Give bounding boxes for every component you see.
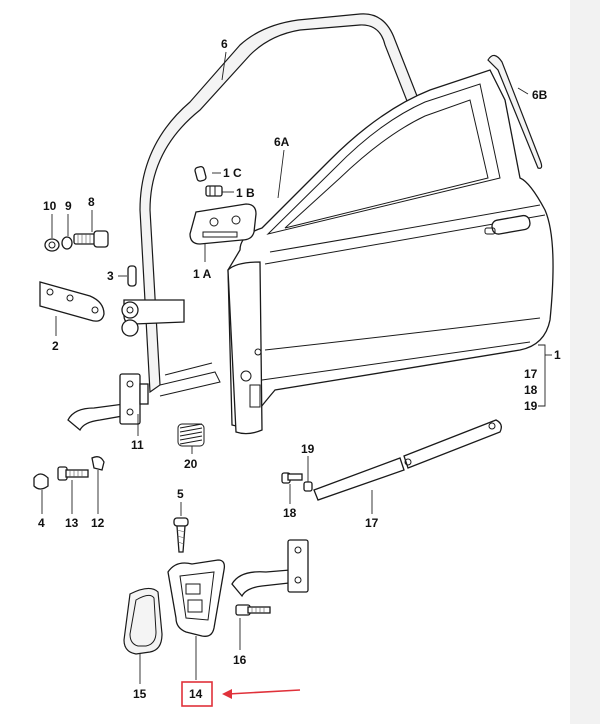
callout-9: 9 [65, 199, 72, 213]
window-regulator-arm [281, 419, 502, 501]
callout-13: 13 [65, 516, 79, 530]
callout-3: 3 [107, 269, 114, 283]
window-channel-seal [487, 54, 543, 169]
callout-1c: 1 C [223, 166, 242, 180]
latch-gasket [123, 587, 163, 655]
callout-6: 6 [221, 37, 228, 51]
callout-14: 14 [189, 687, 203, 701]
callout-15: 15 [133, 687, 147, 701]
callout-17-group: 17 [524, 367, 538, 381]
callout-1b: 1 B [236, 186, 255, 200]
callout-8: 8 [88, 195, 95, 209]
callout-4: 4 [38, 516, 45, 530]
callout-10: 10 [43, 199, 57, 213]
highlight-arrowhead [222, 689, 232, 699]
latch-housing [167, 559, 226, 637]
highlight-14 [181, 681, 301, 707]
callout-5: 5 [177, 487, 184, 501]
washer-nut-bolt-set [44, 230, 109, 252]
door-hinge-half [121, 299, 185, 337]
screw [173, 517, 189, 553]
callout-17: 17 [365, 516, 379, 530]
page-gutter [570, 0, 600, 724]
callout-19-group: 19 [524, 399, 538, 413]
hinge-pin [127, 265, 137, 287]
callout-1a: 1 A [193, 267, 212, 281]
callout-labels: 6 6A 6B 1 C 1 B 1 A 10 9 8 3 2 1 17 18 1… [38, 37, 561, 701]
door-shell [227, 69, 554, 435]
callout-6b: 6B [532, 88, 548, 102]
callout-20: 20 [184, 457, 198, 471]
hinge-leaf [39, 281, 105, 322]
callout-2: 2 [52, 339, 59, 353]
cap-bolt-clip-set [33, 456, 105, 490]
highlight-box [181, 681, 213, 707]
leader-lines [41, 51, 552, 684]
callout-6a: 6A [274, 135, 290, 149]
mirror-mount-bracket [189, 165, 257, 245]
callout-18: 18 [283, 506, 297, 520]
spring [177, 423, 205, 447]
callout-11: 11 [131, 438, 144, 452]
highlight-arrow [227, 689, 301, 695]
door-check-strap [67, 373, 149, 432]
callout-16: 16 [233, 653, 247, 667]
door-frame-seal [139, 13, 453, 397]
callout-18-group: 18 [524, 383, 538, 397]
callout-19: 19 [301, 442, 315, 456]
exterior-door-handle [231, 539, 309, 598]
bolt [235, 604, 271, 616]
callout-12: 12 [91, 516, 105, 530]
callout-1: 1 [554, 348, 561, 362]
